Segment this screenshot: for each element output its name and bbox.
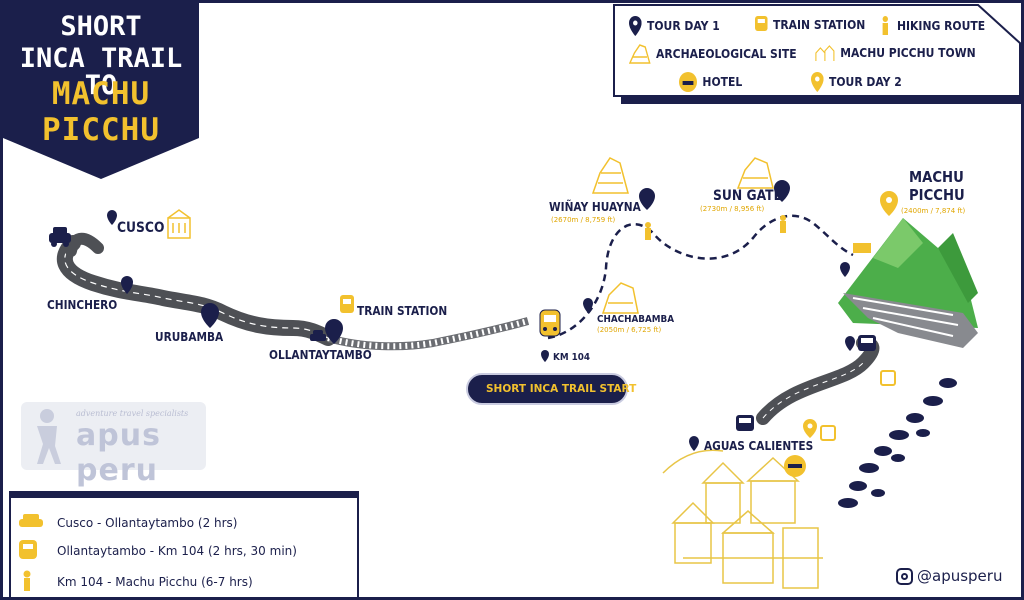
label-aguas-calientes: AGUAS CALIENTES xyxy=(704,439,814,453)
hiker-icon xyxy=(23,570,31,591)
route-row-1: Cusco - Ollantaytambo (2 hrs) xyxy=(57,516,238,530)
pins xyxy=(107,180,855,451)
alt-chachabamba: (2050m / 6,725 ft) xyxy=(597,326,662,334)
machu-picchu-mountain xyxy=(838,218,978,348)
legend-tour-day-1: TOUR DAY 1 xyxy=(629,16,720,36)
hiker-icon-winay xyxy=(645,222,651,240)
brand-logo: adventure travel specialists apus peru xyxy=(21,402,206,488)
road-aguas xyxy=(756,336,880,425)
trail-start-label: SHORT INCA TRAIL START xyxy=(486,383,637,395)
label-urubamba: URUBAMBA xyxy=(155,330,224,344)
pin-chachabamba xyxy=(583,298,593,313)
rocks xyxy=(838,378,957,508)
hotel-icon xyxy=(679,72,697,92)
label-machu-picchu-1: MACHU xyxy=(909,168,964,186)
town-icon xyxy=(815,45,835,61)
bus-icon-mp xyxy=(858,335,876,351)
bus-icon-gold-2 xyxy=(820,425,836,441)
title-line-1: SHORT xyxy=(60,11,142,42)
legend-archaeological-site: ARCHAEOLOGICAL SITE xyxy=(629,44,797,64)
legend-hiking-route: HIKING ROUTE xyxy=(879,16,985,36)
legend-hotel-label: HOTEL xyxy=(702,75,743,89)
legend-train-station: TRAIN STATION xyxy=(755,16,865,34)
trail-start-badge: SHORT INCA TRAIL START xyxy=(466,373,636,405)
legend-tour-day-2-label: TOUR DAY 2 xyxy=(829,75,902,89)
road-cusco-ollantaytambo xyxy=(56,235,336,346)
legend-machu-picchu-town-label: MACHU PICCHU TOWN xyxy=(840,46,976,60)
title-banner: SHORT INCA TRAIL TO MACHU PICCHU xyxy=(3,3,199,179)
label-chachabamba: CHACHABAMBA xyxy=(597,314,675,325)
car-icon xyxy=(19,514,43,527)
legend-tour-day-1-label: TOUR DAY 1 xyxy=(647,19,720,33)
brand-name: apus peru xyxy=(76,418,161,488)
title-line-4: PICCHU xyxy=(42,112,160,148)
legend-archaeological-site-label: ARCHAEOLOGICAL SITE xyxy=(656,47,797,61)
alt-sun-gate: (2730m / 8,956 ft) xyxy=(700,205,765,213)
legend-hiking-route-label: HIKING ROUTE xyxy=(897,19,986,33)
car-icon-cusco xyxy=(49,227,71,247)
label-chinchero: CHINCHERO xyxy=(47,298,118,312)
instagram-icon xyxy=(896,567,913,585)
train-icon xyxy=(19,540,37,559)
label-train-station: TRAIN STATION xyxy=(357,304,448,318)
pin-aguas xyxy=(689,436,699,451)
pin-ollantaytambo xyxy=(325,319,343,344)
aguas-town-sketch xyxy=(662,449,823,589)
train-icon-km104 xyxy=(539,309,561,337)
legend-train-station-label: TRAIN STATION xyxy=(773,18,866,32)
legend-hotel: HOTEL xyxy=(679,72,742,92)
label-km104: KM 104 xyxy=(553,352,591,363)
title-line-3: MACHU xyxy=(51,76,151,112)
social-handle: @apusperu xyxy=(896,567,1002,585)
alt-winay-huayna: (2670m / 8,759 ft) xyxy=(551,216,616,224)
ruins-winay xyxy=(591,157,629,194)
bus-icon-gold-1 xyxy=(880,370,896,386)
legend-machu-picchu-town: MACHU PICCHU TOWN xyxy=(815,44,976,62)
label-sun-gate: SUN GATE xyxy=(713,188,782,204)
pin-chinchero xyxy=(121,276,133,294)
legend-tour-day-2: TOUR DAY 2 xyxy=(811,72,902,92)
pin-mp-bus xyxy=(845,336,855,351)
label-winay-huayna: WIÑAY HUAYNA xyxy=(549,200,641,214)
pin-machu-picchu xyxy=(880,191,898,216)
title-line-2: INCA TRAIL TO xyxy=(19,43,183,101)
map-drawing xyxy=(49,157,978,589)
pin-icon xyxy=(629,16,642,36)
hiking-trail xyxy=(547,214,854,340)
label-ollantaytambo: OLLANTAYTAMBO xyxy=(269,348,372,362)
train-icon-station xyxy=(340,295,354,313)
label-machu-picchu-2: PICCHU xyxy=(909,186,965,204)
bus-icon-aguas xyxy=(736,415,754,431)
route-row-2: Ollantaytambo - Km 104 (2 hrs, 30 min) xyxy=(57,544,297,558)
hiker-logo-icon xyxy=(37,409,61,464)
route-summary: Cusco - Ollantaytambo (2 hrs) Ollantayta… xyxy=(9,496,359,597)
pin-cusco xyxy=(107,210,117,225)
pin-mp-lower xyxy=(840,262,850,277)
label-cusco: CUSCO xyxy=(117,220,165,236)
ruins-sungate xyxy=(736,157,774,189)
ruins-mp-icon xyxy=(853,243,871,253)
pin-sungate xyxy=(774,180,790,202)
legend: TOUR DAY 1 TRAIN STATION HIKING ROUTE AR… xyxy=(613,4,1021,97)
pin-urubamba xyxy=(201,303,219,328)
car-icon-ollantaytambo xyxy=(310,330,326,341)
ruins-chachabamba xyxy=(601,282,639,314)
ruins-cusco xyxy=(167,209,191,239)
hiker-icon xyxy=(882,16,888,35)
brand-tagline: adventure travel specialists xyxy=(76,409,189,418)
ruins-icon xyxy=(629,44,651,64)
hiker-icon-sungate xyxy=(780,215,786,233)
pin-winay xyxy=(639,188,655,210)
pin-km104 xyxy=(541,350,549,362)
train-icon xyxy=(755,16,768,31)
pin-gold-icon xyxy=(811,72,824,92)
route-row-3: Km 104 - Machu Picchu (6-7 hrs) xyxy=(57,575,253,589)
social-handle-text: @apusperu xyxy=(917,567,1003,585)
legend-corner-fold xyxy=(977,4,1021,44)
alt-machu-picchu: (2400m / 7,874 ft) xyxy=(901,207,966,215)
